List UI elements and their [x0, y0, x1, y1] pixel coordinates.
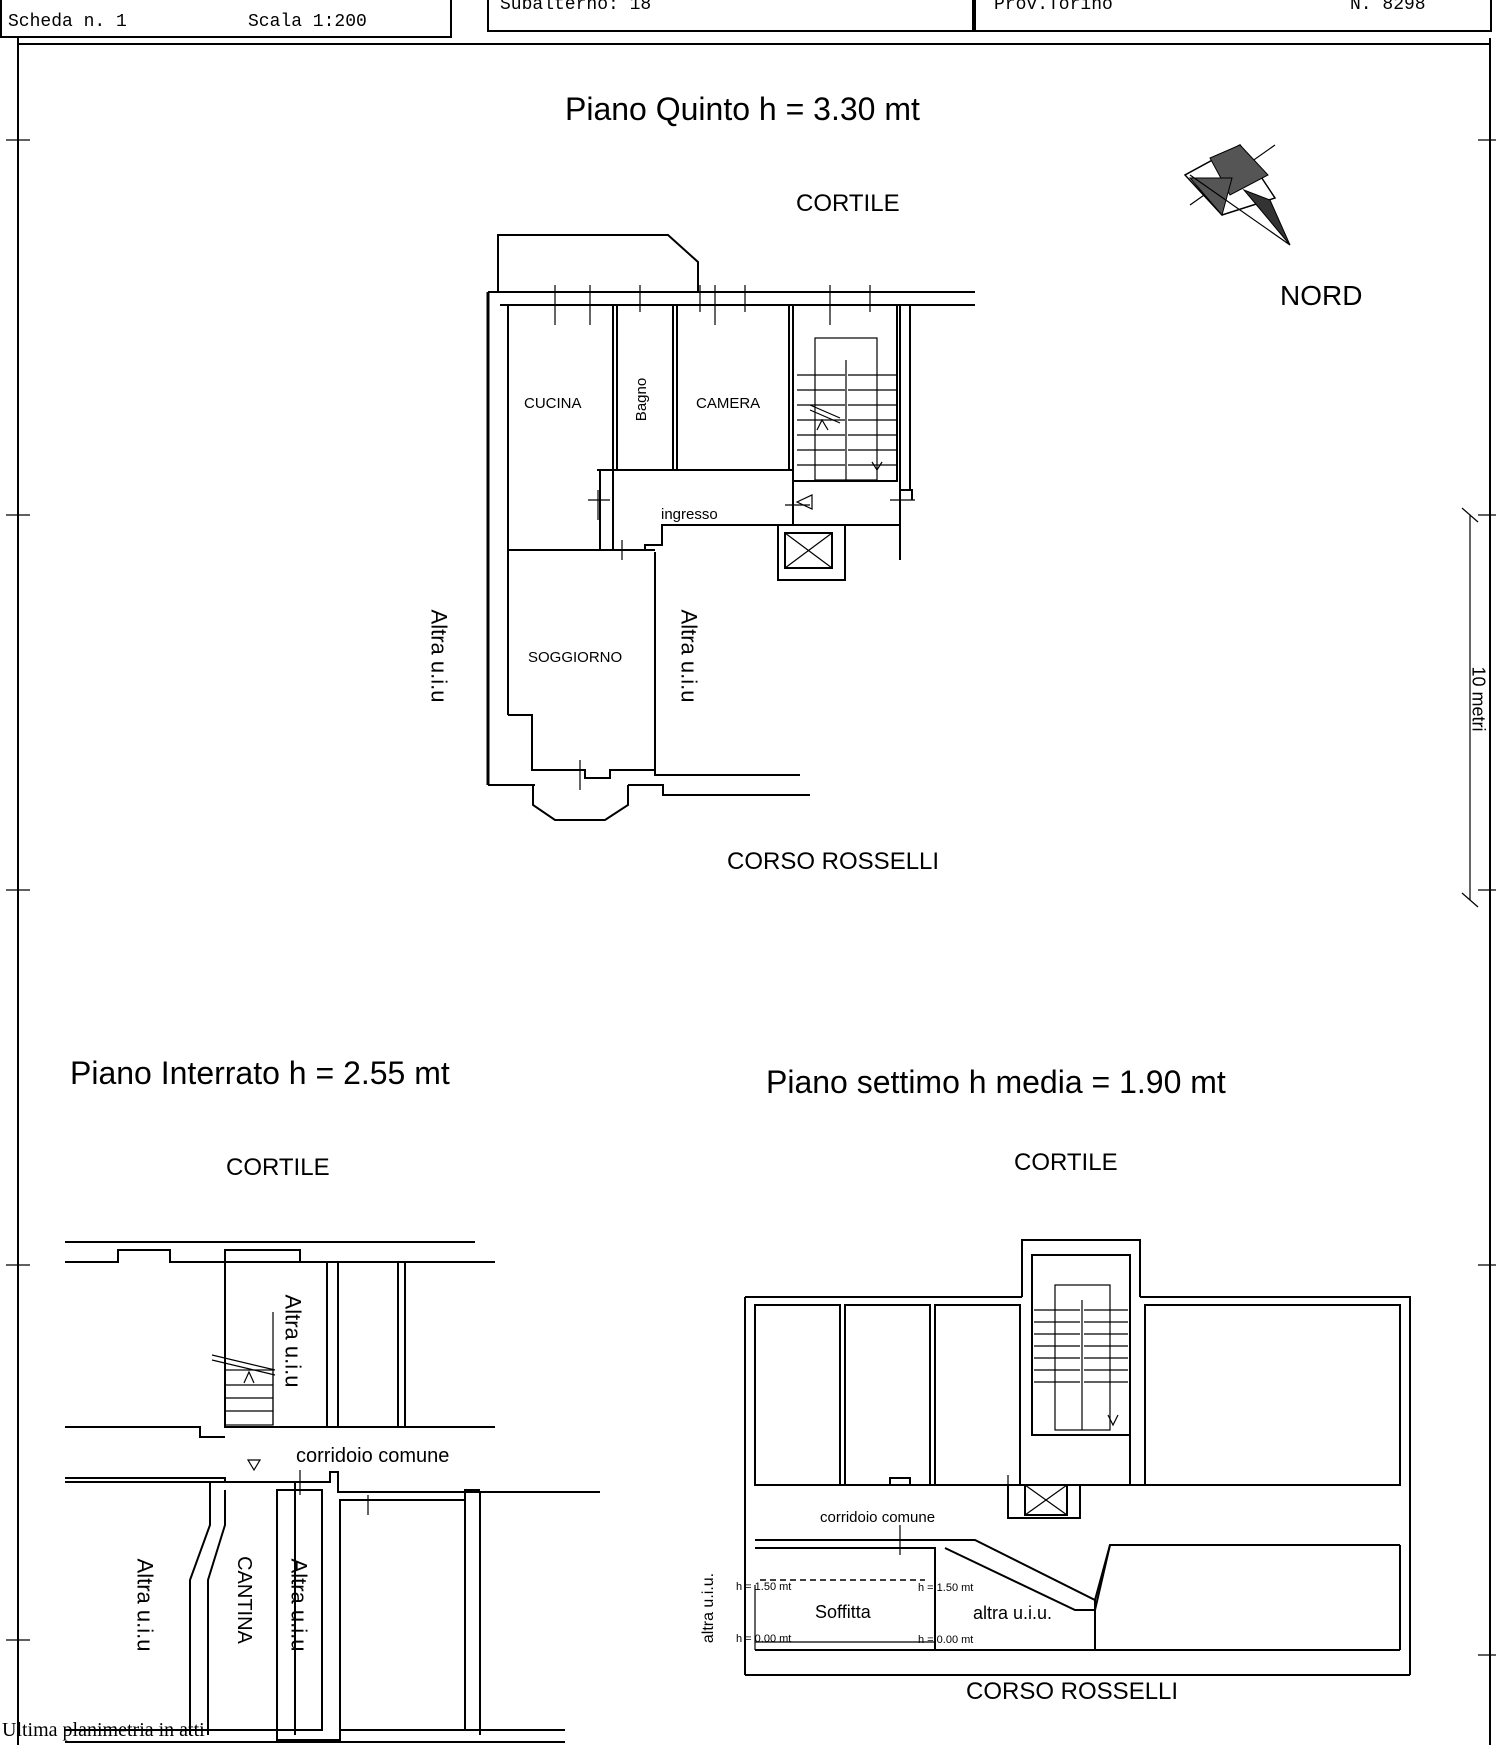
- header-scala: Scala 1:200: [248, 12, 367, 32]
- header-scheda: Scheda n. 1: [8, 12, 127, 32]
- piano-quinto-cortile: CORTILE: [796, 190, 900, 217]
- room-ingresso: ingresso: [661, 506, 718, 523]
- settimo-corridoio: corridoio comune: [820, 1509, 936, 1526]
- settimo-h000-a: h = 0.00 mt: [736, 1633, 792, 1645]
- header-subalterno-box: [487, 0, 976, 32]
- piano-quinto-altra-right: Altra u.i.u: [676, 609, 702, 703]
- piano-settimo-street: CORSO ROSSELLI: [966, 1678, 1179, 1705]
- settimo-h150-a: h = 1.50 mt: [736, 1581, 792, 1593]
- nord-label: NORD: [1280, 280, 1363, 311]
- header-scheda-box: [0, 0, 452, 38]
- scale-bar-label: 10 metri: [1468, 666, 1489, 732]
- plan-piano-settimo: [744, 1239, 1411, 1676]
- interrato-altra-left: Altra u.i.u: [132, 1558, 158, 1652]
- interrato-altra-top: Altra u.i.u: [280, 1294, 306, 1388]
- room-soggiorno: SOGGIORNO: [528, 649, 623, 666]
- sheet-frame: [6, 38, 1496, 1745]
- room-camera: CAMERA: [696, 395, 761, 412]
- room-bagno: Bagno: [633, 377, 651, 422]
- settimo-altra-left: altra u.i.u.: [700, 1572, 718, 1644]
- settimo-h150-b: h = 1.50 mt: [918, 1582, 974, 1594]
- piano-quinto-street: CORSO ROSSELLI: [727, 848, 940, 875]
- header-subalterno: Subalterno: 18: [500, 0, 652, 15]
- stair-steps-settimo: [1034, 1309, 1128, 1383]
- room-cucina: CUCINA: [524, 395, 582, 412]
- piano-settimo-cortile: CORTILE: [1014, 1149, 1118, 1176]
- interrato-altra-right: Altra u.i.u: [286, 1558, 312, 1652]
- header-prov-box: [972, 0, 1492, 32]
- settimo-soffitta: Soffitta: [815, 1602, 871, 1622]
- piano-interrato-cortile: CORTILE: [226, 1154, 330, 1181]
- piano-quinto-title: Piano Quinto h = 3.30 mt: [565, 91, 920, 127]
- stair-steps: [797, 374, 897, 466]
- plan-piano-quinto: [486, 234, 975, 821]
- header-prov: Prov.Torino: [994, 0, 1113, 15]
- header-numero: N. 8298: [1350, 0, 1426, 15]
- settimo-h000-b: h = 0.00 mt: [918, 1634, 974, 1646]
- piano-quinto-altra-left: Altra u.i.u: [426, 609, 452, 703]
- interrato-corridoio: corridoio comune: [296, 1445, 450, 1467]
- settimo-altra: altra u.i.u.: [973, 1603, 1053, 1623]
- plan-piano-interrato: [65, 1241, 600, 1743]
- footer-note: Ultima planimetria in atti: [2, 1719, 205, 1741]
- opening-ticks: [554, 285, 915, 790]
- piano-interrato-title: Piano Interrato h = 2.55 mt: [70, 1055, 450, 1091]
- north-arrow-icon: [1183, 144, 1291, 246]
- piano-settimo-title: Piano settimo h media = 1.90 mt: [766, 1064, 1226, 1100]
- interrato-cantina: CANTINA: [232, 1556, 255, 1644]
